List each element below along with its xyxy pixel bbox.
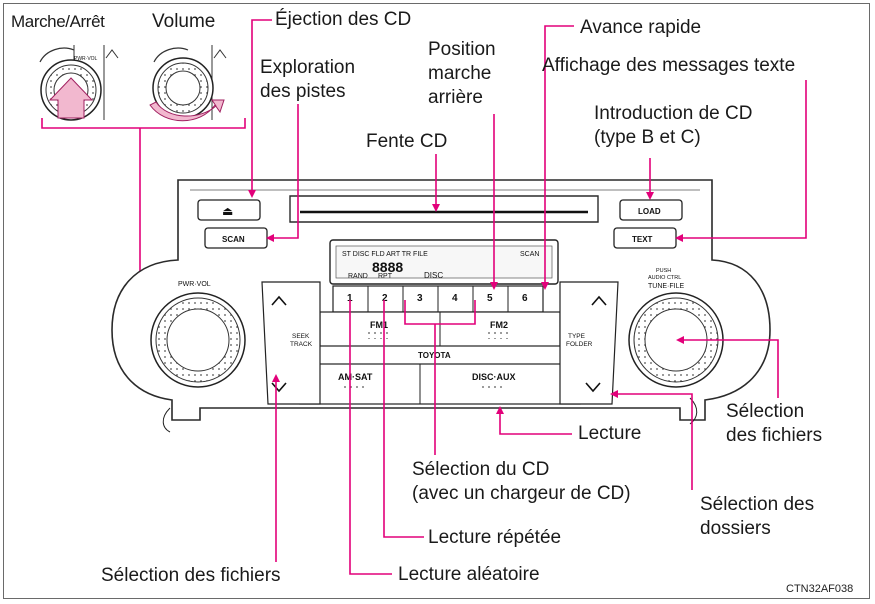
fm1-button[interactable]: FM1: [370, 320, 388, 330]
load-button[interactable]: LOAD: [638, 207, 661, 216]
preset-2[interactable]: 2: [382, 293, 388, 304]
label-avance-rapide: Avance rapide: [580, 17, 702, 38]
label-position: Position marche arrière: [428, 39, 496, 108]
label-ejection: Éjection des CD: [275, 9, 412, 30]
label-lecture: Lecture: [578, 423, 642, 444]
inset-volume-knob: [149, 45, 227, 122]
label-volume: Volume: [152, 11, 216, 32]
display-indicators: ST DISC FLD ART TR FILE: [342, 251, 428, 258]
preset-1[interactable]: 1: [347, 293, 353, 304]
inset-power-knob: PWR·VOL: [39, 45, 119, 121]
label-selection-fichiers-left: Sélection des fichiers: [101, 565, 281, 586]
display-rand: RAND: [348, 273, 368, 280]
label-selection-fichiers-right: Sélection des fichiers: [726, 401, 823, 446]
label-selection-cd: Sélection du CD (avec un chargeur de CD): [412, 459, 631, 504]
display-digits: 8888: [372, 259, 403, 275]
disc-aux-button[interactable]: DISC·AUX: [472, 372, 516, 382]
preset-3[interactable]: 3: [417, 293, 423, 304]
display-scan: SCAN: [520, 251, 539, 258]
label-exploration: Exploration des pistes: [260, 57, 356, 102]
eject-button[interactable]: ⏏: [222, 204, 233, 218]
seek-track-label-2: TRACK: [290, 341, 313, 348]
label-fente: Fente CD: [366, 131, 448, 152]
preset-5[interactable]: 5: [487, 293, 493, 304]
display-disc: DISC: [424, 271, 443, 280]
seek-track-label-1: SEEK: [292, 333, 310, 340]
text-button[interactable]: TEXT: [632, 235, 653, 244]
pwr-vol-label: PWR·VOL: [178, 281, 211, 288]
figure-code: CTN32AF038: [786, 583, 854, 595]
label-selection-dossiers: Sélection des dossiers: [700, 494, 815, 539]
type-folder-label-1: TYPE: [568, 333, 586, 340]
preset-4[interactable]: 4: [452, 293, 458, 304]
label-affichage: Affichage des messages texte: [542, 55, 796, 76]
fm2-button[interactable]: FM2: [490, 320, 508, 330]
tune-file-label: TUNE·FILE: [648, 283, 685, 290]
scan-button[interactable]: SCAN: [222, 235, 245, 244]
am-sat-button[interactable]: AM·SAT: [338, 372, 373, 382]
push-audio-ctrl-label-2: AUDIO CTRL: [648, 275, 681, 281]
preset-6[interactable]: 6: [522, 293, 528, 304]
callout-lines: [248, 19, 807, 575]
label-marche-arret: Marche/Arrêt: [11, 12, 105, 31]
inset-pwr-label: PWR·VOL: [74, 56, 98, 62]
label-introduction: Introduction de CD (type B et C): [594, 103, 753, 148]
label-lecture-repetee: Lecture répétée: [428, 527, 562, 548]
push-audio-ctrl-label-1: PUSH: [656, 268, 671, 274]
label-lecture-aleatoire: Lecture aléatoire: [398, 564, 540, 585]
display-rpt: RPT: [378, 273, 393, 280]
type-folder-label-2: FOLDER: [566, 341, 593, 348]
